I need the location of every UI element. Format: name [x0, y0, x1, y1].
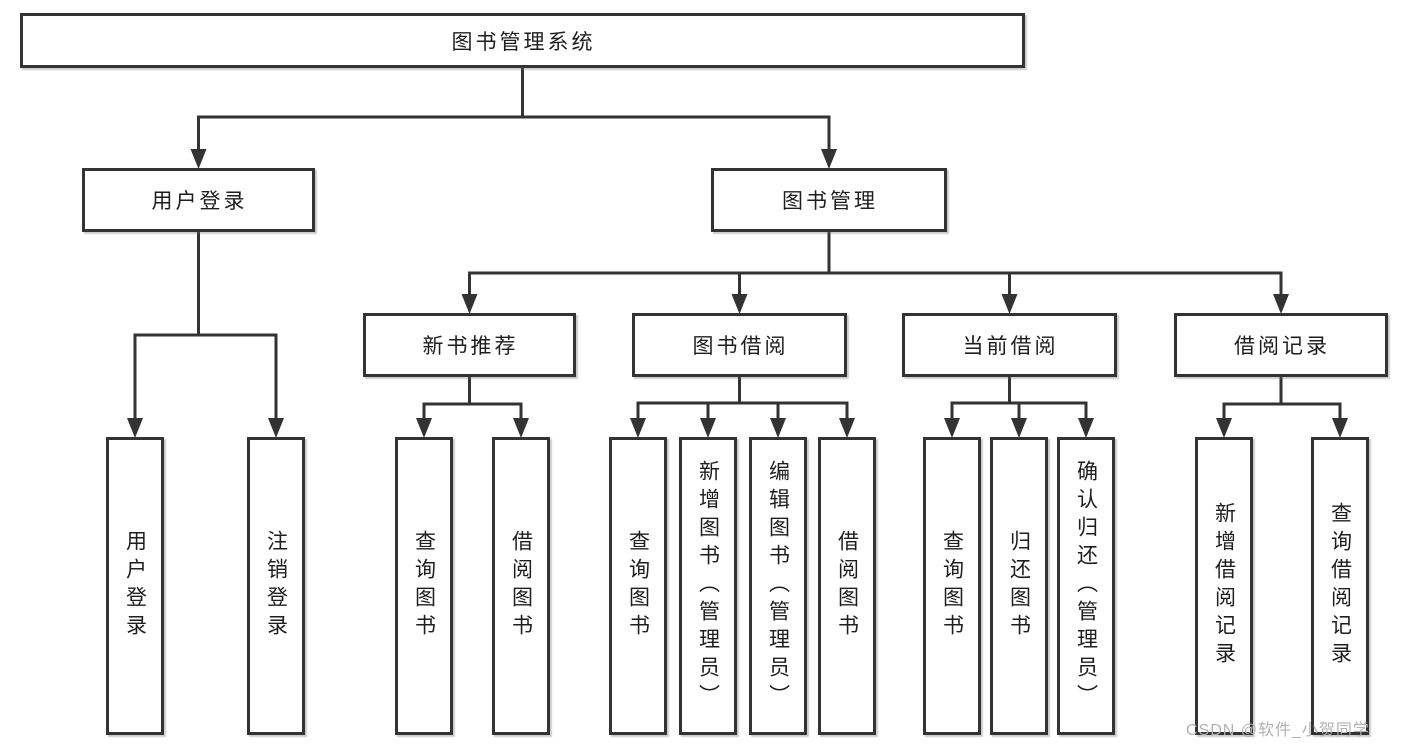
node-leaf-query-book-1: 查询图书 — [395, 437, 453, 735]
node-label-book-mgmt: 图书管理 — [782, 190, 878, 213]
node-root: 图书管理系统 — [20, 13, 1025, 68]
node-label-leaf-query-record: 查询借阅记录 — [1328, 502, 1352, 670]
node-leaf-borrow-book-2: 借阅图书 — [818, 437, 876, 735]
arrowhead-icon — [268, 418, 284, 438]
node-label-book-borrow: 图书借阅 — [692, 335, 789, 358]
node-current-borrow: 当前借阅 — [902, 313, 1117, 377]
node-label-borrow-records: 借阅记录 — [1234, 335, 1330, 358]
node-label-leaf-add-book: 新增图书（管理员） — [696, 460, 720, 712]
node-leaf-user-login: 用户登录 — [106, 437, 164, 735]
node-book-borrow: 图书借阅 — [632, 313, 847, 377]
node-label-leaf-add-record: 新增借阅记录 — [1212, 502, 1236, 670]
node-leaf-query-record: 查询借阅记录 — [1311, 437, 1369, 735]
arrowhead-icon — [513, 418, 529, 438]
arrowhead-icon — [1011, 418, 1027, 438]
node-label-leaf-query-book-1: 查询图书 — [412, 530, 436, 642]
node-label-leaf-logout: 注销登录 — [264, 530, 288, 642]
arrowhead-icon — [839, 418, 855, 438]
node-borrow-records: 借阅记录 — [1174, 313, 1388, 377]
node-label-leaf-borrow-book-2: 借阅图书 — [835, 530, 859, 642]
node-label-leaf-confirm-return: 确认归还（管理员） — [1074, 460, 1098, 712]
arrowhead-icon — [821, 149, 837, 169]
arrowhead-icon — [770, 418, 786, 438]
arrowhead-icon — [700, 418, 716, 438]
node-label-root: 图书管理系统 — [451, 30, 596, 54]
arrowhead-icon — [1332, 418, 1348, 438]
node-label-leaf-query-book-3: 查询图书 — [940, 530, 964, 642]
node-label-leaf-user-login: 用户登录 — [123, 530, 147, 642]
arrowhead-icon — [944, 418, 960, 438]
node-leaf-return-book: 归还图书 — [990, 437, 1048, 735]
node-label-leaf-return-book: 归还图书 — [1007, 530, 1031, 642]
node-user-login: 用户登录 — [82, 168, 315, 232]
node-book-mgmt: 图书管理 — [711, 168, 947, 232]
node-label-user-login: 用户登录 — [151, 190, 248, 213]
arrowhead-icon — [416, 418, 432, 438]
arrowhead-icon — [461, 294, 478, 314]
arrowhead-icon — [1001, 294, 1018, 314]
node-leaf-add-book: 新增图书（管理员） — [679, 437, 737, 735]
node-leaf-edit-book: 编辑图书（管理员） — [749, 437, 807, 735]
watermark-text: CSDN @软件_小贺同学 — [1186, 722, 1370, 739]
node-label-current-borrow: 当前借阅 — [962, 335, 1059, 358]
node-leaf-add-record: 新增借阅记录 — [1195, 437, 1253, 735]
node-label-leaf-edit-book: 编辑图书（管理员） — [766, 460, 790, 712]
arrowhead-icon — [731, 294, 748, 314]
node-leaf-logout: 注销登录 — [247, 437, 305, 735]
arrowhead-icon — [630, 418, 646, 438]
node-leaf-borrow-book-1: 借阅图书 — [492, 437, 550, 735]
node-new-book-rec: 新书推荐 — [363, 313, 576, 377]
node-leaf-confirm-return: 确认归还（管理员） — [1057, 437, 1115, 735]
node-label-new-book-rec: 新书推荐 — [422, 335, 519, 358]
node-leaf-query-book-2: 查询图书 — [609, 437, 667, 735]
arrowhead-icon — [127, 418, 143, 438]
node-label-leaf-borrow-book-1: 借阅图书 — [509, 530, 533, 642]
node-leaf-query-book-3: 查询图书 — [923, 437, 981, 735]
arrowhead-icon — [1216, 418, 1232, 438]
arrowhead-icon — [1273, 294, 1289, 314]
arrowhead-icon — [190, 149, 207, 169]
node-label-leaf-query-book-2: 查询图书 — [626, 530, 650, 642]
arrowhead-icon — [1078, 418, 1094, 438]
